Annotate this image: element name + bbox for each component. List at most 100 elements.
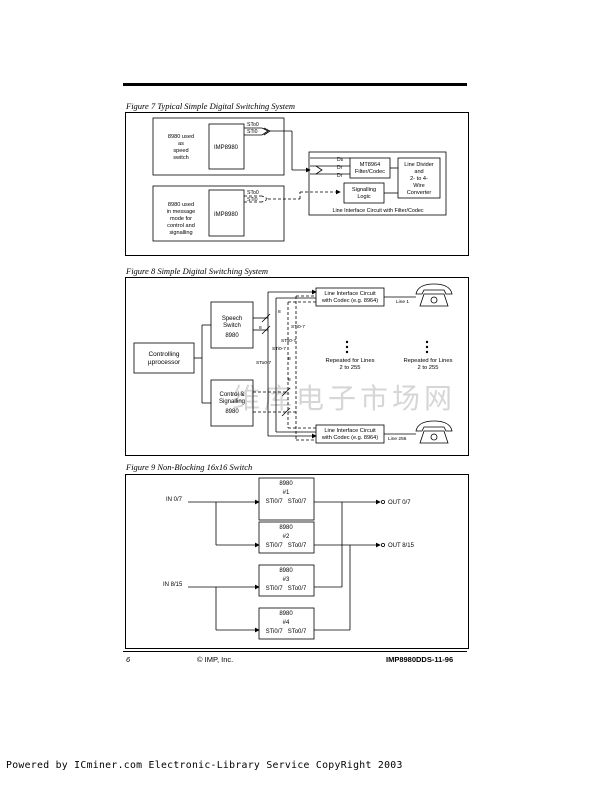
- fig8-speech-2: Switch: [223, 323, 241, 329]
- fig9-out07-label: OUT 0/7: [388, 500, 411, 506]
- fig7-line-interface-box: [308, 151, 447, 216]
- fig8-controller-2: µprocessor: [148, 359, 181, 366]
- fig8-lic-bottom-2: with Codec (e.g. 8964): [321, 435, 378, 441]
- fig7-message-block: [152, 185, 285, 242]
- fig7-msg-note-5: signalling: [169, 230, 192, 236]
- fig7-signalling-2: Logic: [357, 194, 371, 200]
- fig8-control-1: Control &: [219, 392, 244, 398]
- fig7-msg-note-4: control and: [167, 223, 195, 229]
- fig8-phone-top-icon: [415, 283, 453, 307]
- fig8-repeated-right-2: 2 to 255: [418, 365, 439, 371]
- footer-doc-number: IMP8980DDS-11-96: [386, 655, 454, 664]
- fig8-repeated-right-1: Repeated for Lines: [404, 358, 453, 364]
- fig7-msg-note-2: in message: [167, 209, 196, 215]
- fig9-chip4-num: #4: [283, 620, 290, 626]
- fig9-chip1-name: 8980: [279, 481, 293, 487]
- fig7-divider-1: Line Divider: [404, 162, 434, 168]
- fig9-out815-label: OUT 8/15: [388, 543, 415, 549]
- fig8-repeated-mid-1: Repeated for Lines: [326, 358, 375, 364]
- watermark-text: 维库电子市场网: [232, 383, 456, 414]
- fig8-sto07b-label: STo0-7: [256, 360, 272, 366]
- fig9-chip4-ports: STi0/7 STo0/7: [266, 629, 307, 635]
- fig7-line-circuit-label: Line Interface Circuit with Filter/Codec: [332, 208, 423, 214]
- fig7-labels: 8980 used as speed switch IMP8980 STo0 S…: [167, 122, 434, 236]
- fig8-bus8a: 8: [278, 309, 281, 315]
- fig7-dr1-label: Dr: [337, 165, 343, 171]
- fig7-speech-note-3: speed: [173, 148, 188, 154]
- fig8-repeated-mid-2: 2 to 255: [340, 365, 361, 371]
- footer-company: © IMP, Inc.: [197, 655, 234, 664]
- fig8-phone-bottom-icon: [415, 420, 453, 444]
- fig9-chip1-num: #1: [283, 490, 290, 496]
- fig9-chip2-ports: STi0/7 STo0/7: [266, 543, 307, 549]
- fig9-chip2-num: #2: [283, 534, 290, 540]
- fig7-signalling-1: Signalling: [352, 187, 376, 193]
- fig7-speech-block: [152, 117, 285, 176]
- fig8-sto07a-label: STo0-7: [281, 338, 297, 344]
- fig7-sto0b-label: STo0: [247, 190, 259, 196]
- fig7-codec-1: MT8964: [360, 162, 381, 168]
- fig8-line1-label: Line 1: [396, 299, 409, 305]
- fig7-divider-3: 2- to 4-: [410, 176, 428, 182]
- fig9-in07-label: IN 0/7: [166, 497, 183, 503]
- fig7-chip-box: [208, 123, 245, 170]
- fig7-sto0-label: STo0: [247, 122, 259, 128]
- fig7-dr2-label: Dr: [337, 173, 343, 179]
- fig7-chip2-label: IMP8980: [214, 212, 239, 218]
- fig7-ds-label: Ds: [337, 157, 344, 163]
- fig7-divider-2: and: [414, 169, 423, 175]
- fig9-chip1-box: [258, 477, 315, 521]
- fig8-controller-box: [133, 342, 195, 374]
- fig8-lic-top-2: with Codec (e.g. 8964): [321, 298, 378, 304]
- fig9-chip4-name: 8980: [279, 611, 293, 617]
- fig9-chip3-name: 8980: [279, 568, 293, 574]
- footer-page-number: 6: [126, 655, 131, 664]
- fig8-controller-1: Controlling: [148, 351, 179, 358]
- fig7-divider-5: Converter: [407, 190, 432, 196]
- fig7-speech-note-4: switch: [173, 155, 189, 161]
- fig9-chip3-box: [258, 564, 315, 597]
- figure-9-title: Figure 9 Non-Blocking 16x16 Switch: [126, 462, 253, 472]
- fig7-divider-box: [397, 157, 441, 199]
- fig7-codec-2: Filter/Codec: [355, 169, 385, 175]
- powered-by-text: Powered by ICminer.com Electronic-Librar…: [6, 760, 403, 771]
- fig7-signalling-box: [343, 182, 385, 204]
- figure-9-panel: [125, 474, 469, 649]
- fig7-speech-note-2: as: [178, 141, 184, 147]
- fig8-diagram: [133, 283, 453, 444]
- fig8-sti07a-label: STi0-7: [291, 324, 305, 330]
- figure-8-panel: [125, 277, 469, 456]
- fig9-chip4-box: [258, 607, 315, 640]
- fig8-lic-bottom-1: Line Interface Circuit: [324, 428, 376, 434]
- fig8-bus8b: 8: [259, 325, 262, 331]
- fig7-sti0b-label: STi0: [247, 197, 258, 203]
- fig8-sti07b-label: STi0-7: [272, 346, 286, 352]
- figure-7-title: Figure 7 Typical Simple Digital Switchin…: [126, 101, 296, 111]
- figure-7-panel: [125, 112, 469, 256]
- fig7-msg-note-3: mode for: [170, 216, 192, 222]
- fig9-chip1-ports: STi0/7 STo0/7: [266, 499, 307, 505]
- fig8-bus8d: 8: [288, 377, 291, 383]
- fig7-codec-box: [349, 157, 391, 179]
- fig9-labels: IN 0/7 IN 8/15 OUT 0/7 OUT 8/15 8980 #1 …: [163, 481, 415, 635]
- fig7-speech-note-1: 8980 used: [168, 134, 194, 140]
- fig7-diagram: [152, 117, 447, 242]
- fig7-chip2-box: [208, 189, 245, 237]
- fig8-control-3: 8980: [225, 409, 239, 415]
- figure-8-title: Figure 8 Simple Digital Switching System: [126, 266, 269, 276]
- fig9-chip3-num: #3: [283, 577, 290, 583]
- fig9-diagram: [188, 477, 385, 640]
- fig7-divider-4: Wire: [413, 183, 425, 189]
- fig9-chip2-box: [258, 521, 315, 554]
- fig8-lic-top-1: Line Interface Circuit: [324, 291, 376, 297]
- fig8-speech-3: 8980: [225, 333, 239, 339]
- header-rule: [123, 83, 467, 86]
- fig8-control-2: Signalling: [219, 399, 245, 405]
- fig9-chip3-ports: STi0/7 STo0/7: [266, 586, 307, 592]
- footer-rule: [123, 651, 467, 652]
- fig7-sti0-label: STi0: [247, 129, 258, 135]
- fig9-chip2-name: 8980: [279, 525, 293, 531]
- fig9-in815-label: IN 8/15: [163, 582, 183, 588]
- fig8-speech-1: Speech: [222, 316, 242, 322]
